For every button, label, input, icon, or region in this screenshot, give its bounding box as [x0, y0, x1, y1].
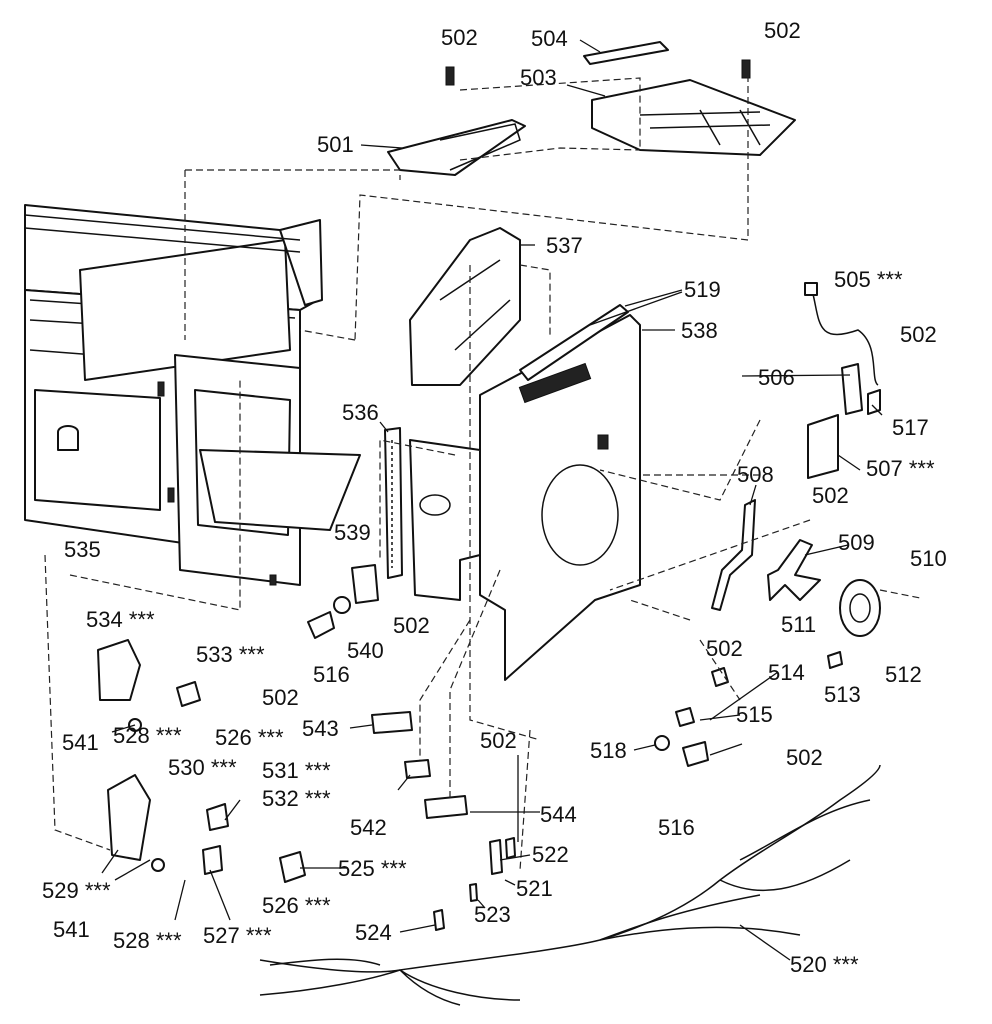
part-521-522-terminals	[489, 837, 516, 875]
part-506-bracket	[841, 363, 863, 415]
callout-507: 507 ***	[866, 456, 935, 481]
callout-502-top-left: 502	[441, 25, 478, 50]
part-523-524-pins	[433, 883, 478, 931]
callout-525: 525 ***	[338, 856, 407, 881]
callout-526-upper: 526 ***	[215, 725, 284, 750]
part-537-duct	[409, 227, 521, 386]
callout-521: 521	[516, 876, 553, 901]
callout-labels: 501 502 502 502 502 502 502 502 502 502 …	[42, 18, 947, 977]
callout-532: 532 ***	[262, 786, 331, 811]
callout-527: 527 ***	[203, 923, 272, 948]
callout-536: 536	[342, 400, 379, 425]
assembly-lines	[44, 75, 921, 871]
callout-538: 538	[681, 318, 718, 343]
callout-541-lower: 541	[53, 917, 90, 942]
part-503-tray	[591, 79, 796, 156]
callout-529: 529 ***	[42, 878, 111, 903]
callout-510: 510	[910, 546, 947, 571]
inner-plate	[409, 439, 481, 601]
callout-502-top-right: 502	[764, 18, 801, 43]
callout-508: 508	[737, 462, 774, 487]
callout-503: 503	[520, 65, 557, 90]
callout-520: 520 ***	[790, 952, 859, 977]
callout-537: 537	[546, 233, 583, 258]
part-541-washers	[128, 718, 165, 872]
callout-534: 534 ***	[86, 607, 155, 632]
callout-526-lower: 526 ***	[262, 893, 331, 918]
callout-514: 514	[768, 660, 805, 685]
callout-539: 539	[334, 520, 371, 545]
part-509-fan-blade	[767, 539, 821, 601]
callout-502-left: 502	[262, 685, 299, 710]
callout-502-lower-right: 502	[786, 745, 823, 770]
callout-502-fan-lower: 502	[706, 636, 743, 661]
part-517-gasket	[867, 389, 881, 415]
callout-524: 524	[355, 920, 392, 945]
part-501-bracket	[387, 119, 526, 176]
callout-528-upper: 528 ***	[113, 723, 182, 748]
callout-544: 544	[540, 802, 577, 827]
callout-540: 540	[347, 638, 384, 663]
part-504-strip	[583, 41, 669, 65]
leader-lines	[101, 39, 883, 961]
callout-505: 505 ***	[834, 267, 903, 292]
part-544-plate	[424, 795, 468, 819]
part-538-side-panel	[479, 314, 641, 681]
oven-chassis-frame	[24, 204, 361, 586]
part-527-block	[202, 845, 223, 875]
part-543-plate	[371, 711, 413, 734]
screws-top	[445, 59, 751, 86]
part-530-block	[206, 803, 229, 831]
callout-512: 512	[885, 662, 922, 687]
part-539-block	[351, 564, 379, 604]
part-516-switch-upper	[307, 611, 335, 639]
part-512-motor	[839, 579, 881, 637]
part-542-plate	[404, 759, 431, 779]
part-515-connectors	[675, 667, 729, 727]
part-507-block	[807, 414, 839, 479]
callout-515: 515	[736, 702, 773, 727]
callout-502-sensor: 502	[900, 322, 937, 347]
callout-531: 531 ***	[262, 758, 331, 783]
callout-543: 543	[302, 716, 339, 741]
callout-506: 506	[758, 365, 795, 390]
part-540-ring	[333, 596, 351, 614]
callout-530: 530 ***	[168, 755, 237, 780]
callout-519: 519	[684, 277, 721, 302]
callout-541-upper: 541	[62, 730, 99, 755]
part-529-housing	[107, 774, 151, 861]
part-533-block	[176, 681, 201, 707]
callout-511: 511	[781, 612, 816, 637]
part-536-strip	[384, 427, 403, 579]
part-520-wire-harness	[259, 764, 881, 1006]
callout-516-lower: 516	[658, 815, 695, 840]
callout-533: 533 ***	[196, 642, 265, 667]
callout-509: 509	[838, 530, 875, 555]
part-534-housing	[97, 639, 141, 701]
callout-501: 501	[317, 132, 354, 157]
callout-516-upper: 516	[313, 662, 350, 687]
callout-523: 523	[474, 902, 511, 927]
callout-504: 504	[531, 26, 568, 51]
callout-528-lower: 528 ***	[113, 928, 182, 953]
callout-517: 517	[892, 415, 929, 440]
part-508-bracket	[711, 499, 756, 611]
part-516-switch-lower	[682, 741, 709, 767]
callout-502-center: 502	[393, 613, 430, 638]
part-505-sensor-wire	[804, 282, 879, 386]
part-518-ring	[654, 735, 670, 751]
part-513-clip	[827, 651, 843, 669]
callout-542: 542	[350, 815, 387, 840]
callout-522: 522	[532, 842, 569, 867]
callout-502-lower-center: 502	[480, 728, 517, 753]
callout-518: 518	[590, 738, 627, 763]
part-525-clip	[279, 851, 306, 883]
callout-513: 513	[824, 682, 861, 707]
callout-502-fan: 502	[812, 483, 849, 508]
callout-535: 535	[64, 537, 101, 562]
